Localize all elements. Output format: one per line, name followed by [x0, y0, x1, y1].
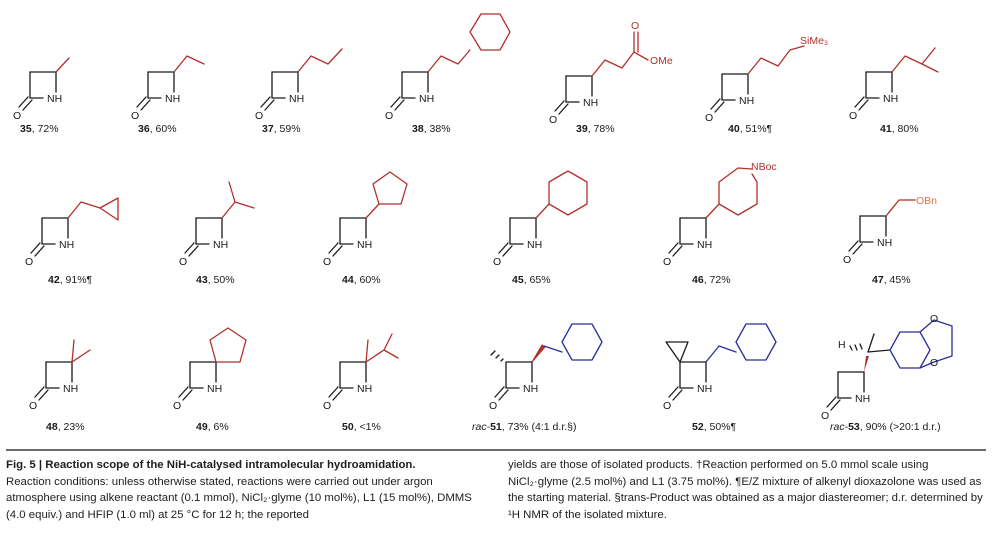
svg-text:49, 6%: 49, 6% [196, 421, 229, 433]
o-label: O [385, 110, 393, 122]
nh-label: NH [883, 93, 898, 105]
svg-text:46, 72%: 46, 72% [692, 274, 731, 286]
caption-right-text: yields are those of isolated products. †… [508, 459, 983, 521]
figure-title: Fig. 5 | Reaction scope of the NiH-catal… [6, 459, 416, 471]
svg-text:38, 38%: 38, 38% [412, 123, 451, 135]
nh-label: NH [697, 383, 712, 395]
svg-text:37, 59%: 37, 59% [262, 123, 301, 135]
svg-text:35, 72%: 35, 72% [20, 123, 59, 135]
sime3-label: SiMe₃ [800, 35, 828, 47]
svg-text:42, 91%¶: 42, 91%¶ [48, 274, 93, 286]
caption-right: yields are those of isolated products. †… [508, 457, 986, 523]
o-label: O [13, 110, 21, 122]
h-label: H [838, 339, 846, 351]
nh-label: NH [523, 383, 538, 395]
o-label: O [843, 254, 851, 266]
labels-row-2: 42, 91%¶ 43, 50% 44, 60% 45, 65% 46, 72%… [48, 274, 911, 286]
o-label: O [25, 256, 33, 268]
o-label: O [705, 112, 713, 124]
labels-row-3: 48, 23% 49, 6% 50, <1% rac-51, 73% (4:1 … [46, 421, 941, 433]
svg-text:44, 60%: 44, 60% [342, 274, 381, 286]
o-label: O [549, 114, 557, 126]
compound-53: NH O H O O [821, 313, 953, 422]
svg-text:47, 45%: 47, 45% [872, 274, 911, 286]
svg-text:36, 60%: 36, 60% [138, 123, 177, 135]
compound-52: NH O [663, 323, 777, 412]
svg-text:rac-51, 73% (4:1 d.r.§): rac-51, 73% (4:1 d.r.§) [472, 421, 577, 433]
nh-label: NH [289, 93, 304, 105]
carbonyl-o-label: O [631, 20, 639, 32]
o-label: O [29, 400, 37, 412]
compound-38: NH O [385, 13, 511, 122]
compound-35: NH O [13, 57, 70, 122]
nh-label: NH [207, 383, 222, 395]
compound-46: NH O NBoc [663, 161, 777, 268]
nh-label: NH [877, 237, 892, 249]
nh-label: NH [527, 239, 542, 251]
compound-50: NH O [323, 333, 399, 412]
o-label: O [821, 410, 829, 422]
o-label: O [255, 110, 263, 122]
svg-text:43, 50%: 43, 50% [196, 274, 235, 286]
nh-label: NH [583, 97, 598, 109]
compound-45: NH O [493, 170, 588, 268]
o-ring-bottom: O [930, 357, 938, 369]
svg-text:41, 80%: 41, 80% [880, 123, 919, 135]
o-label: O [663, 400, 671, 412]
caption-divider [6, 449, 986, 451]
ome-label: OMe [650, 55, 673, 67]
compound-44: NH O [323, 171, 408, 268]
compound-47: NH O OBn [843, 195, 937, 266]
nboc-label: NBoc [751, 161, 777, 173]
compound-48: NH O [29, 339, 91, 412]
nh-label: NH [855, 393, 870, 405]
o-label: O [173, 400, 181, 412]
svg-text:52, 50%¶: 52, 50%¶ [692, 421, 737, 433]
svg-text:rac-53, 90% (>20:1 d.r.): rac-53, 90% (>20:1 d.r.) [830, 421, 941, 433]
nh-label: NH [59, 239, 74, 251]
labels-row-1: 35, 72% 36, 60% 37, 59% 38, 38% 39, 78% … [20, 123, 919, 135]
caption-left: Fig. 5 | Reaction scope of the NiH-catal… [6, 457, 492, 523]
compound-43: NH O [179, 181, 255, 268]
compound-42: NH O [25, 197, 119, 268]
o-ring-top: O [930, 313, 938, 325]
nh-label: NH [357, 383, 372, 395]
svg-text:45, 65%: 45, 65% [512, 274, 551, 286]
nh-label: NH [47, 93, 62, 105]
svg-text:40, 51%¶: 40, 51%¶ [728, 123, 773, 135]
nh-label: NH [357, 239, 372, 251]
nh-label: NH [419, 93, 434, 105]
o-label: O [131, 110, 139, 122]
nh-label: NH [165, 93, 180, 105]
o-label: O [489, 400, 497, 412]
compound-39: NH O O OMe [549, 20, 673, 126]
obn-label: OBn [916, 195, 937, 207]
compound-49: NH O [173, 327, 247, 412]
nh-label: NH [63, 383, 78, 395]
o-label: O [179, 256, 187, 268]
nh-label: NH [697, 239, 712, 251]
reaction-scope-scheme: NH O NH O NH O NH O N [13, 13, 953, 433]
o-label: O [323, 256, 331, 268]
svg-text:39, 78%: 39, 78% [576, 123, 615, 135]
nh-label: NH [213, 239, 228, 251]
svg-text:48, 23%: 48, 23% [46, 421, 85, 433]
svg-text:50, <1%: 50, <1% [342, 421, 381, 433]
caption-left-text: Reaction conditions: unless otherwise st… [6, 475, 472, 521]
o-label: O [493, 256, 501, 268]
o-label: O [323, 400, 331, 412]
compound-37: NH O [255, 48, 343, 122]
compound-40: NH O SiMe₃ [705, 35, 828, 124]
compound-51: NH O [489, 323, 603, 412]
compound-41: NH O [849, 47, 939, 122]
compound-36: NH O [131, 55, 205, 122]
nh-label: NH [739, 95, 754, 107]
o-label: O [663, 256, 671, 268]
o-label: O [849, 110, 857, 122]
